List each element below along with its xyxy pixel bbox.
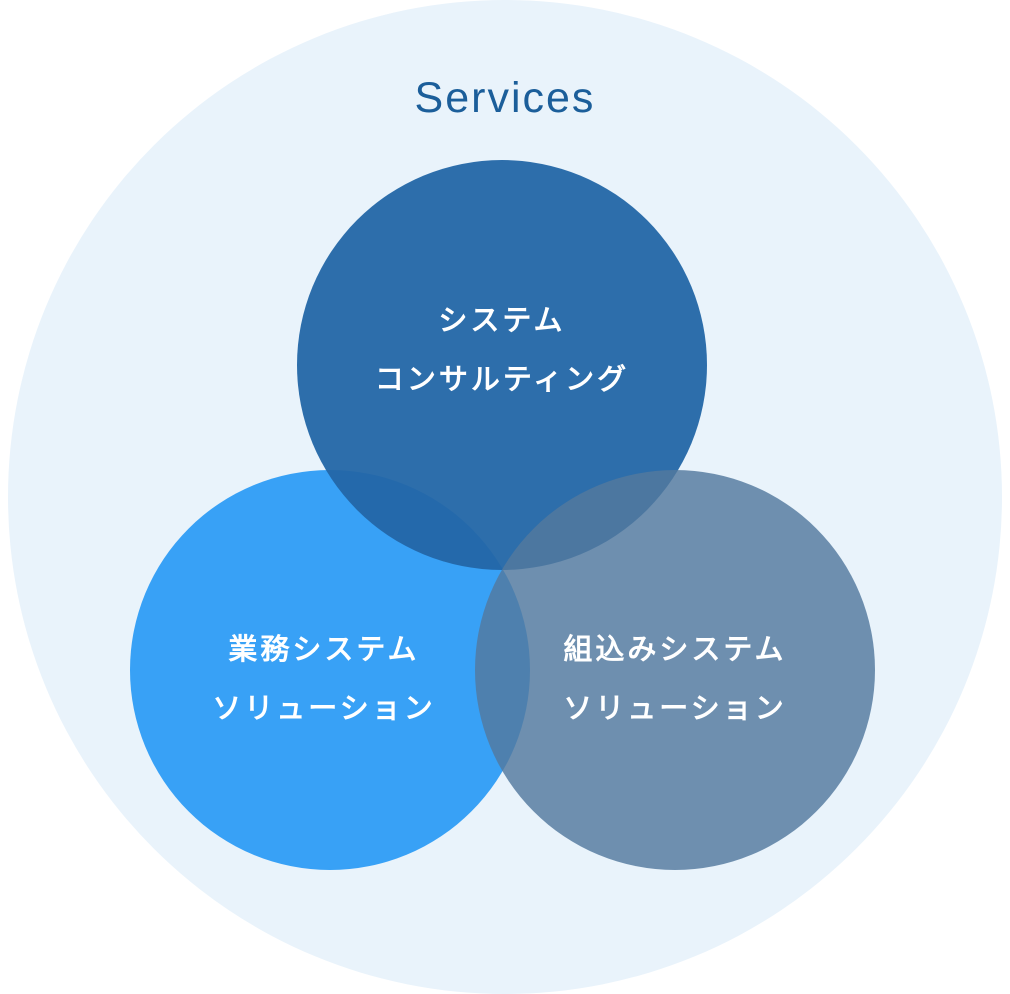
circle-label-line: システム <box>438 305 566 337</box>
circle-label-line: 組込みシステム <box>563 634 787 666</box>
circle-label-business-system-solution: 業務システム ソリューション <box>212 636 435 724</box>
circle-label-embedded-system-solution: 組込みシステム ソリューション <box>563 636 786 724</box>
diagram-title: Services <box>414 74 596 122</box>
circle-label-system-consulting: システム コンサルティング <box>375 307 629 395</box>
circle-label-line: 業務システム <box>228 634 420 666</box>
circle-label-line: ソリューション <box>563 693 787 725</box>
circle-embedded-system-solution: 組込みシステム ソリューション <box>475 470 875 870</box>
circle-label-line: ソリューション <box>212 693 436 725</box>
circle-label-line: コンサルティング <box>374 364 630 396</box>
